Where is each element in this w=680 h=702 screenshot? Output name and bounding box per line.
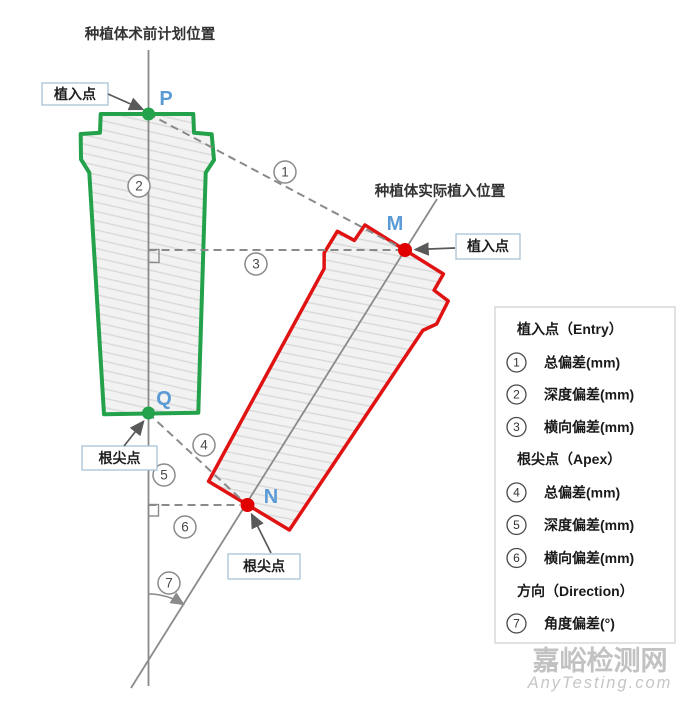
legend-item-6-number: 6 bbox=[513, 551, 520, 565]
legend-item-7-label: 角度偏差(°) bbox=[544, 616, 615, 632]
legend-item-1-number: 1 bbox=[513, 356, 520, 370]
right-angle-marker-entry bbox=[147, 248, 160, 264]
legend-item-1-label: 总偏差(mm) bbox=[544, 355, 620, 371]
marker-1-circle bbox=[273, 160, 297, 184]
diagram-number-markers: 1 2 3 4 5 6 7 bbox=[127, 160, 297, 595]
legend-item-4-label: 总偏差(mm) bbox=[544, 485, 620, 501]
entry-callout-planned-arrow bbox=[107, 93, 145, 111]
point-P-label: P bbox=[159, 88, 172, 110]
apex-callout-actual-arrow bbox=[250, 512, 272, 554]
marker-4-circle bbox=[192, 433, 216, 457]
marker-1-number: 1 bbox=[281, 165, 289, 180]
marker-2-circle bbox=[127, 174, 151, 198]
legend-item-2-circle bbox=[506, 384, 527, 405]
point-N-label: N bbox=[264, 486, 278, 508]
actual-axis-line bbox=[130, 198, 438, 689]
entry-callout-actual: 植入点 bbox=[413, 233, 521, 260]
marker-4-number: 4 bbox=[200, 438, 208, 453]
legend-item-7-circle bbox=[506, 613, 527, 634]
watermark: 嘉峪检测网 AnyTesting.com bbox=[527, 645, 673, 692]
watermark-site: AnyTesting.com bbox=[527, 674, 673, 692]
legend-item-3-circle bbox=[506, 416, 527, 438]
marker-6-circle bbox=[173, 515, 197, 539]
legend-item-7-number: 7 bbox=[513, 617, 520, 631]
apex-callout-actual-box bbox=[227, 553, 301, 580]
point-M-dot bbox=[398, 243, 412, 257]
point-Q-label: Q bbox=[156, 388, 172, 410]
apex-callout-actual: 根尖点 bbox=[227, 512, 301, 580]
point-Q-dot bbox=[142, 406, 155, 420]
marker-5-circle bbox=[152, 463, 176, 487]
legend-item-5-label: 深度偏差(mm) bbox=[544, 517, 634, 533]
apex-total-deviation-line bbox=[147, 412, 245, 503]
marker-6-number: 6 bbox=[181, 520, 189, 535]
marker-7-number: 7 bbox=[165, 576, 173, 591]
legend-item-2-label: 深度偏差(mm) bbox=[544, 387, 634, 403]
watermark-name: 嘉峪检测网 bbox=[533, 645, 668, 676]
apex-callout-planned-box bbox=[81, 445, 158, 471]
point-N-dot bbox=[240, 498, 255, 512]
legend-header-direction: 方向（Direction） bbox=[517, 583, 634, 599]
marker-3-circle bbox=[244, 252, 268, 276]
apex-callout-planned-text: 根尖点 bbox=[99, 450, 141, 466]
legend-header-apex: 根尖点（Apex） bbox=[517, 451, 621, 467]
apex-callout-planned: 根尖点 bbox=[81, 420, 158, 471]
angle-deviation-arc bbox=[148, 592, 186, 606]
entry-callout-planned: 植入点 bbox=[41, 82, 145, 111]
legend-item-6-circle bbox=[506, 547, 527, 569]
legend-item-2-number: 2 bbox=[513, 388, 520, 402]
marker-3-number: 3 bbox=[252, 257, 260, 272]
apex-callout-planned-arrow bbox=[123, 420, 145, 447]
legend-panel: 植入点（Entry） 1 总偏差(mm) 2 深度偏差(mm) 3 横向偏差(m… bbox=[494, 306, 676, 644]
point-P-dot bbox=[142, 107, 155, 121]
legend-item-5-circle bbox=[506, 514, 527, 536]
legend-item-4-circle bbox=[506, 482, 527, 503]
legend-item-3-number: 3 bbox=[513, 420, 520, 434]
planned-implant-outline bbox=[78, 112, 216, 417]
legend-item-1-circle bbox=[506, 352, 527, 373]
point-M-label: M bbox=[387, 213, 404, 235]
apex-callout-actual-text: 根尖点 bbox=[243, 558, 285, 574]
right-angle-marker-apex bbox=[147, 503, 160, 517]
legend-item-5-number: 5 bbox=[513, 518, 520, 532]
actual-position-title: 种植体实际植入位置 bbox=[374, 182, 506, 200]
marker-2-number: 2 bbox=[135, 179, 143, 194]
legend-header-entry: 植入点（Entry） bbox=[516, 321, 623, 337]
marker-7-circle bbox=[157, 571, 181, 595]
marker-5-number: 5 bbox=[160, 468, 168, 483]
legend-item-6-label: 横向偏差(mm) bbox=[544, 550, 634, 566]
legend-item-3-label: 横向偏差(mm) bbox=[544, 419, 634, 435]
entry-callout-actual-box bbox=[455, 233, 521, 260]
entry-total-deviation-line bbox=[147, 112, 406, 251]
legend-item-4-number: 4 bbox=[513, 486, 520, 500]
planned-position-title: 种植体术前计划位置 bbox=[84, 25, 216, 43]
entry-callout-actual-arrow bbox=[413, 242, 456, 256]
entry-callout-actual-text: 植入点 bbox=[466, 238, 509, 254]
entry-callout-planned-text: 植入点 bbox=[53, 86, 96, 102]
